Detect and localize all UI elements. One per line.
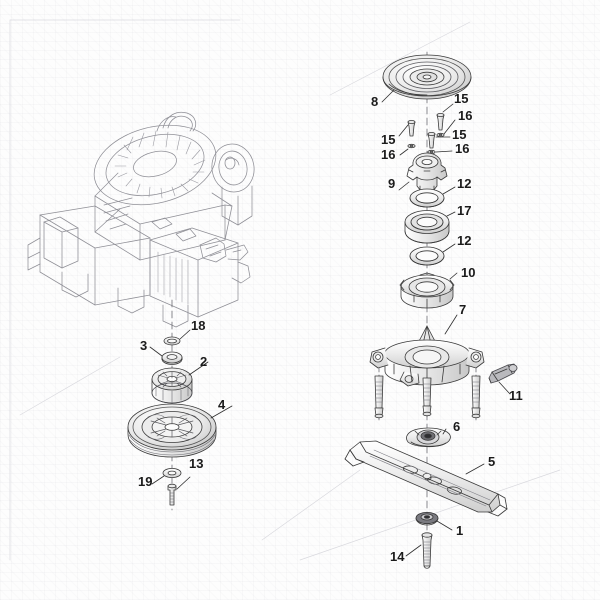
leader-4	[210, 405, 233, 419]
leader-1	[436, 520, 453, 531]
leader-14	[405, 544, 422, 557]
leader-9	[398, 181, 410, 191]
callout-label-5: 5	[488, 454, 496, 469]
leader-3	[149, 346, 163, 357]
callout-label-16-inner-right: 16	[455, 141, 470, 156]
callout-label-3: 3	[140, 338, 148, 353]
part-14-blade-bolt	[421, 532, 433, 569]
part-15-screw-left	[407, 120, 416, 137]
leader-16-upper-right	[443, 119, 456, 135]
callout-label-16-left: 16	[381, 147, 396, 162]
leader-5	[465, 463, 485, 475]
leader-19	[151, 475, 165, 485]
callout-label-15-inner-right: 15	[452, 127, 467, 142]
callout-label-7: 7	[459, 302, 467, 317]
part-7-spindle-housing	[369, 325, 485, 387]
part-8-spindle-pulley	[382, 54, 472, 100]
part-19-washer	[162, 467, 182, 478]
callout-label-18: 18	[191, 318, 206, 333]
leader-2	[188, 361, 209, 376]
callout-label-17: 17	[457, 203, 472, 218]
leader-12-lower	[442, 243, 456, 253]
part-9-spindle-yoke	[406, 152, 448, 200]
part-6-blade-adapter	[406, 427, 451, 448]
leader-13	[176, 476, 191, 490]
callout-label-15-left: 15	[381, 132, 396, 147]
leader-8	[381, 89, 395, 103]
leader-15-left	[398, 124, 409, 137]
callout-label-16-upper-right: 16	[458, 108, 473, 123]
part-17-bearing	[404, 210, 450, 244]
callout-label-10: 10	[461, 265, 476, 280]
leader-15-upper-right	[442, 103, 454, 113]
leader-16-inner-right	[435, 150, 453, 153]
leader-12-upper	[442, 186, 456, 195]
leader-18	[179, 329, 191, 340]
callout-label-2: 2	[200, 354, 208, 369]
callout-label-1: 1	[456, 523, 464, 538]
callout-label-13: 13	[189, 456, 204, 471]
leader-6	[442, 428, 447, 435]
callout-label-11: 11	[509, 388, 523, 403]
part-13-pulley-bolt	[167, 483, 177, 506]
callout-label-9: 9	[388, 176, 396, 191]
callout-label-12-lower: 12	[457, 233, 472, 248]
part-16-washer-left	[407, 143, 416, 149]
callout-label-15-upper-right: 15	[454, 91, 469, 106]
leader-17	[446, 211, 456, 217]
part-12-bearing-ring-upper	[409, 188, 445, 208]
part-18-o-ring	[163, 336, 181, 346]
callout-label-4: 4	[218, 397, 226, 412]
part-11-retaining-clip	[488, 363, 518, 384]
callout-label-12-upper: 12	[457, 176, 472, 191]
part-12-bearing-ring-lower	[409, 246, 445, 266]
leader-16-left	[399, 148, 409, 156]
part-4-drive-pulley	[127, 403, 217, 458]
engine-assembly-art	[27, 111, 255, 328]
leader-11	[498, 381, 511, 395]
part-10-bearing-retainer	[399, 272, 455, 309]
callout-label-19: 19	[138, 474, 153, 489]
callout-label-8: 8	[371, 94, 379, 109]
part-3-washer	[161, 351, 183, 365]
callout-label-6: 6	[453, 419, 461, 434]
part-5-cutting-blade	[344, 440, 508, 517]
part-15-screw-upper-right	[436, 113, 445, 131]
callout-label-14: 14	[390, 549, 405, 564]
part-15-screw-inner-right	[427, 131, 436, 149]
part-1-blade-washer	[415, 512, 439, 526]
background-guide-lines	[9, 19, 561, 561]
part-2-pulley-hub	[151, 367, 193, 404]
leader-7	[444, 314, 458, 335]
housing-mounting-bolts	[374, 367, 481, 421]
part-16-washer-upper-right	[436, 132, 445, 138]
leader-10	[449, 272, 458, 280]
